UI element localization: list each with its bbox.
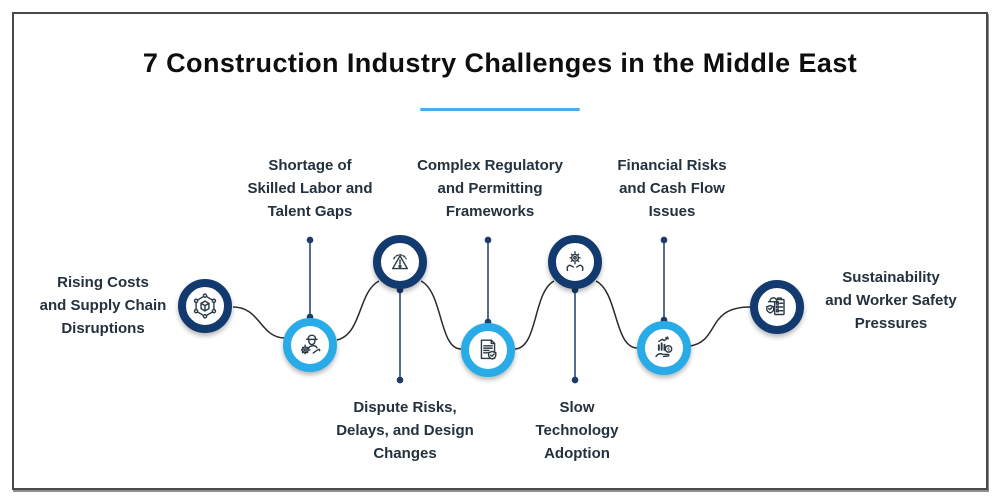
challenge-node-4 [461,323,515,377]
challenge-node-3 [373,235,427,289]
finance-hand-chart-icon: $ [655,336,673,358]
challenge-label-1: Rising Costs and Supply Chain Disruption… [39,274,167,337]
page-title: 7 Construction Industry Challenges in th… [142,48,858,78]
challenge-label-2: Shortage of Skilled Labor and Talent Gap… [247,157,373,220]
supply-chain-cube-icon [193,293,217,319]
challenge-label-6: Financial Risks and Cash Flow Issues [617,157,727,220]
label-connector-lines [306,236,668,384]
svg-text:$: $ [667,347,670,352]
hands-holding-gear-icon [566,251,584,272]
challenge-label-5: Slow Technology Adoption [535,399,619,462]
challenge-label-7: Sustainability and Worker Safety Pressur… [825,269,957,332]
challenge-label-3: Dispute Risks, Delays, and Design Change… [336,399,474,462]
title-underline [420,108,580,111]
document-shield-icon [480,339,497,360]
skilled-worker-icon [300,334,321,355]
challenge-label-4: Complex Regulatory and Permitting Framew… [417,157,563,220]
safety-checklist-icon [766,297,785,316]
challenge-node-1 [178,279,232,333]
challenge-node-2 [283,318,337,372]
warning-triangle-icon [391,254,409,270]
challenge-node-5 [548,235,602,289]
challenge-node-7 [750,280,804,334]
wave-line [232,280,751,350]
challenge-node-6: $ [637,321,691,375]
